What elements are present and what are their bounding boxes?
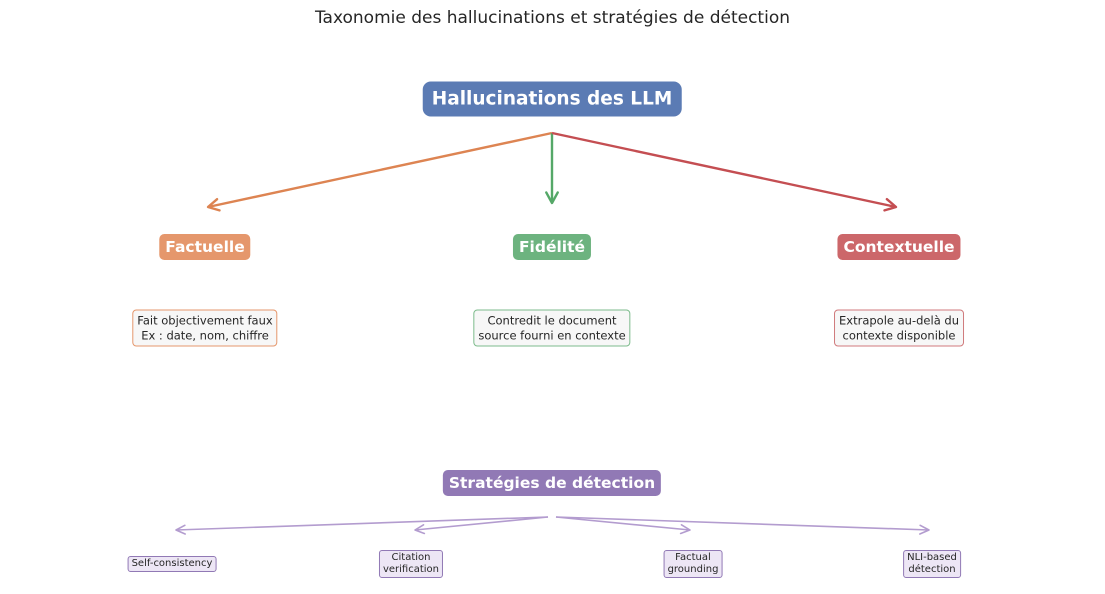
strategy-line: Self-consistency	[131, 558, 213, 569]
diagram-title: Taxonomie des hallucinations et stratégi…	[314, 8, 790, 28]
strategy-line: Factual	[675, 552, 711, 563]
category-factuelle: Factuelle	[159, 234, 251, 260]
arrow-to-self-consistency	[175, 516, 549, 531]
strategies-node: Stratégies de détection	[442, 470, 662, 496]
arrow-to-citation-verification	[414, 516, 549, 531]
strategy-self-consistency: Self-consistency	[127, 556, 217, 572]
category-contextuelle: Contextuelle	[837, 234, 961, 260]
description-line: contexte disponible	[842, 328, 956, 342]
strategy-line: NLI-based	[907, 552, 957, 563]
arrowhead-factuelle	[206, 197, 221, 212]
strategy-line: verification	[382, 564, 440, 575]
arrow-to-nli-detection	[555, 516, 930, 531]
arrowhead-nli-detection	[919, 524, 930, 535]
arrowhead-self-consistency	[175, 524, 186, 535]
description-line: source fourni en contexte	[478, 328, 626, 342]
strategy-citation-verification: Citation verification	[378, 550, 444, 578]
strategy-line: Citation	[391, 552, 431, 563]
strategy-nli-detection: NLI-based détection	[903, 550, 961, 578]
arrowhead-fidelite	[545, 191, 559, 205]
description-line: Ex : date, nom, chiffre	[141, 328, 269, 342]
arrowhead-factual-grounding	[679, 524, 691, 535]
arrow-to-factual-grounding	[555, 516, 691, 531]
category-fidelite: Fidélité	[512, 234, 592, 260]
arrow-to-contextuelle	[551, 131, 897, 209]
description-line: Fait objectivement faux	[137, 313, 273, 328]
strategy-line: détection	[908, 564, 956, 575]
description-line: Contredit le document	[487, 313, 617, 328]
strategy-factual-grounding: Factual grounding	[663, 550, 723, 578]
description-fidelite: Contredit le document source fourni en c…	[473, 309, 631, 347]
arrow-to-factuelle	[207, 131, 553, 209]
description-contextuelle: Extrapole au-delà du contexte disponible	[834, 309, 964, 347]
strategy-line: grounding	[667, 564, 719, 575]
arrowhead-contextuelle	[883, 197, 898, 212]
root-node: Hallucinations des LLM	[422, 81, 682, 117]
description-factuelle: Fait objectivement faux Ex : date, nom, …	[132, 309, 278, 347]
arrowhead-citation-verification	[414, 523, 426, 535]
description-line: Extrapole au-delà du	[839, 313, 959, 328]
